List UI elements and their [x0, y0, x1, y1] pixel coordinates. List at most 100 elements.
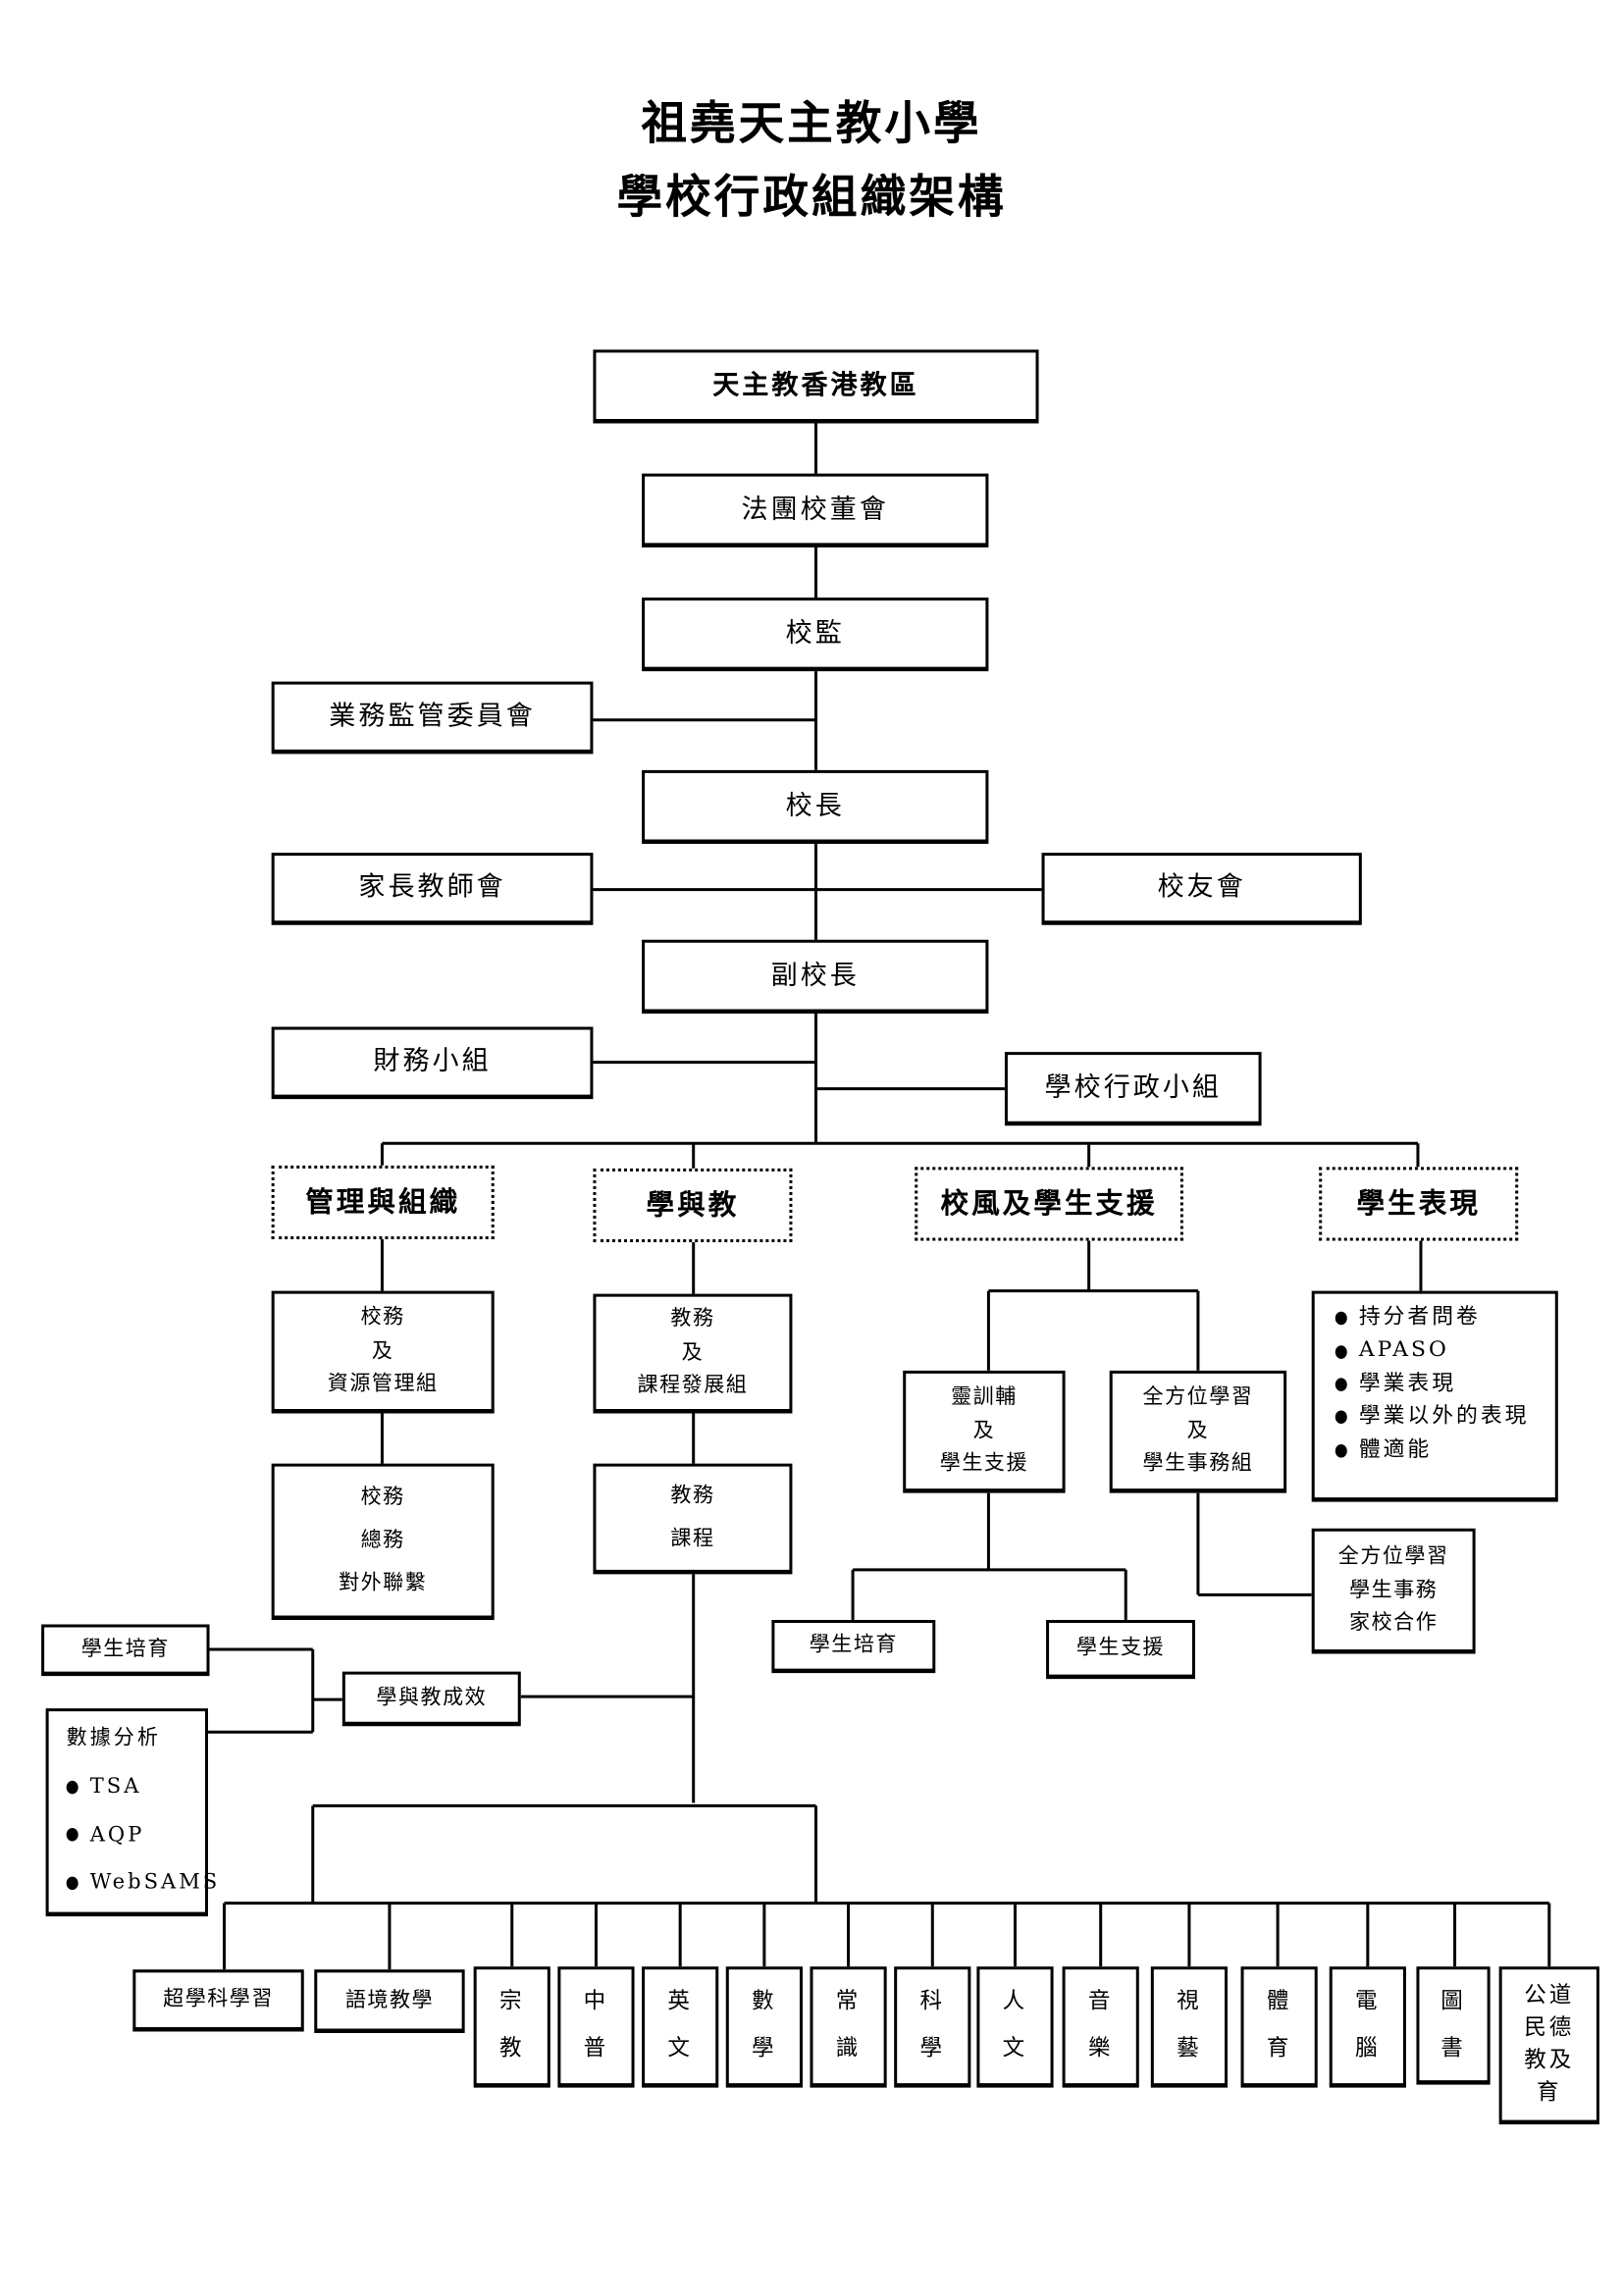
box-label-line: 校風及學生支援 [940, 1186, 1158, 1220]
box-label-line: 體 [1266, 1987, 1292, 2014]
box-label-line: 全方位學習 [1337, 1543, 1449, 1569]
bullet-icon [1335, 1443, 1347, 1458]
data-analysis-heading: 數據分析 [66, 1726, 161, 1750]
list-item-label: 學業以外的表現 [1358, 1404, 1530, 1429]
org-box-vice-principal: 副校長 [642, 939, 989, 1014]
bullet-icon [66, 1780, 79, 1794]
org-box-imc: 法團校董會 [642, 473, 989, 548]
org-box-student-performance: 學生表現 [1319, 1167, 1519, 1241]
box-label-line: 常 [835, 1987, 862, 2014]
org-box-student-nurture-mid: 學生培育 [771, 1619, 936, 1674]
box-label-line: 超學科學習 [163, 1987, 274, 2011]
box-label-line: 法團校董會 [741, 494, 889, 525]
box-label-line: 學生培育 [809, 1633, 898, 1657]
box-label-line: 英 [667, 1987, 693, 2014]
box-label-line: 樂 [1087, 2034, 1114, 2061]
box-label-line: 腦 [1355, 2034, 1381, 2061]
list-item-label: WebSAMS [89, 1871, 221, 1896]
box-label-line: 教及 [1524, 2046, 1575, 2073]
box-label-line: 藝 [1177, 2034, 1202, 2061]
box-label-line: 校監 [785, 617, 845, 650]
org-box-lt-effectiveness: 學與教成效 [341, 1671, 521, 1727]
list-item: 持分者問卷 [1335, 1306, 1481, 1331]
box-label-line: 天主教香港教區 [712, 369, 919, 401]
box-label-line: 民德 [1524, 2013, 1575, 2041]
box-label-line: 教務 [670, 1484, 715, 1508]
org-box-religion: 宗教 [473, 1966, 550, 2088]
box-label-line: 教務 [670, 1306, 715, 1331]
list-item: AQP [66, 1822, 145, 1848]
box-label-line: 書 [1440, 2034, 1466, 2061]
box-label-line: 中 [583, 1987, 609, 2014]
box-label-line: 宗 [498, 1987, 525, 2014]
list-item-label: 持分者問卷 [1358, 1305, 1481, 1330]
box-label-line: 資源管理組 [327, 1372, 439, 1396]
box-label-line: 學與教成效 [376, 1686, 488, 1710]
org-box-pe: 體育 [1240, 1966, 1318, 2088]
box-label-line: 財務小組 [373, 1046, 492, 1077]
chart-title: 學校行政組織架構 [616, 171, 1007, 225]
box-label-line: 音 [1087, 1987, 1114, 2014]
org-box-maths: 數學 [725, 1966, 803, 2088]
box-label-line: 學校行政小組 [1044, 1071, 1222, 1104]
org-box-ethos-support: 校風及學生支援 [915, 1167, 1183, 1241]
org-box-all-round-sub: 全方位學習學生事務家校合作 [1311, 1528, 1476, 1654]
list-item-label: 學業表現 [1358, 1372, 1457, 1396]
box-label-line: 及 [1186, 1418, 1210, 1442]
box-label-line: 數 [752, 1987, 777, 2014]
list-item: 體適能 [1335, 1437, 1432, 1463]
org-box-finance: 財務小組 [271, 1026, 594, 1100]
org-box-music: 音樂 [1062, 1966, 1139, 2088]
school-name-title: 祖堯天主教小學 [641, 97, 982, 151]
org-box-all-round-affairs: 全方位學習及學生事務組 [1109, 1370, 1287, 1493]
org-box-academic-course: 教務課程 [593, 1463, 793, 1575]
box-label-line: 校務 [360, 1305, 405, 1330]
list-item-label: 體適能 [1358, 1437, 1433, 1462]
box-label-line: 總務 [360, 1528, 405, 1552]
org-box-science: 科學 [894, 1966, 971, 2088]
bullet-icon [1335, 1378, 1347, 1391]
box-label-line: 育 [1536, 2078, 1562, 2106]
bullet-icon [1335, 1311, 1347, 1326]
box-label-line: 業務監管委員會 [329, 701, 536, 733]
list-item: WebSAMS [66, 1871, 221, 1896]
box-label-line: 及 [681, 1340, 705, 1365]
box-label-line: 育 [1266, 2034, 1292, 2061]
box-label-line: 普 [583, 2034, 609, 2061]
org-box-alumni: 校友會 [1041, 853, 1362, 925]
box-label-line: 學生培育 [80, 1637, 170, 1661]
list-item-label: APASO [1358, 1338, 1449, 1363]
org-box-student-support: 學生支援 [1046, 1619, 1195, 1680]
box-label-line: 課程 [670, 1527, 715, 1551]
box-label-line: 公道 [1524, 1981, 1575, 2009]
bullet-icon [66, 1828, 79, 1843]
org-box-transdisciplinary: 超學科學習 [132, 1969, 304, 2032]
org-box-business-committee: 業務監管委員會 [271, 681, 594, 755]
org-box-diocese: 天主教香港教區 [593, 349, 1039, 424]
box-label-line: 全方位學習 [1142, 1384, 1254, 1409]
org-box-visual-arts: 視藝 [1150, 1966, 1228, 2088]
box-label-line: 課程發展組 [637, 1374, 749, 1398]
org-box-chinese-putonghua: 中普 [557, 1966, 635, 2088]
box-label-line: 對外聯繫 [339, 1571, 428, 1595]
org-box-principal: 校長 [642, 769, 989, 845]
box-label-line: 識 [835, 2034, 862, 2061]
org-box-language-context: 語境教學 [314, 1969, 465, 2033]
list-item: 學業以外的表現 [1335, 1405, 1530, 1431]
org-box-student-nurture-left: 學生培育 [41, 1624, 210, 1677]
box-label-line: 及 [972, 1418, 996, 1442]
bullet-icon [1335, 1410, 1347, 1425]
org-box-english: 英文 [642, 1966, 719, 2088]
box-label-line: 學生支援 [939, 1452, 1029, 1477]
bullet-icon [1335, 1344, 1347, 1359]
box-label-line: 學 [752, 2034, 777, 2061]
org-box-admin-group: 學校行政小組 [1004, 1052, 1262, 1126]
org-box-general-studies: 常識 [810, 1966, 887, 2088]
box-label-line: 教 [498, 2034, 525, 2061]
list-item-label: AQP [89, 1822, 145, 1847]
box-label-line: 家長教師會 [358, 871, 506, 904]
box-label-line: 電 [1355, 1987, 1381, 2014]
box-label-line: 管理與組織 [305, 1185, 461, 1219]
